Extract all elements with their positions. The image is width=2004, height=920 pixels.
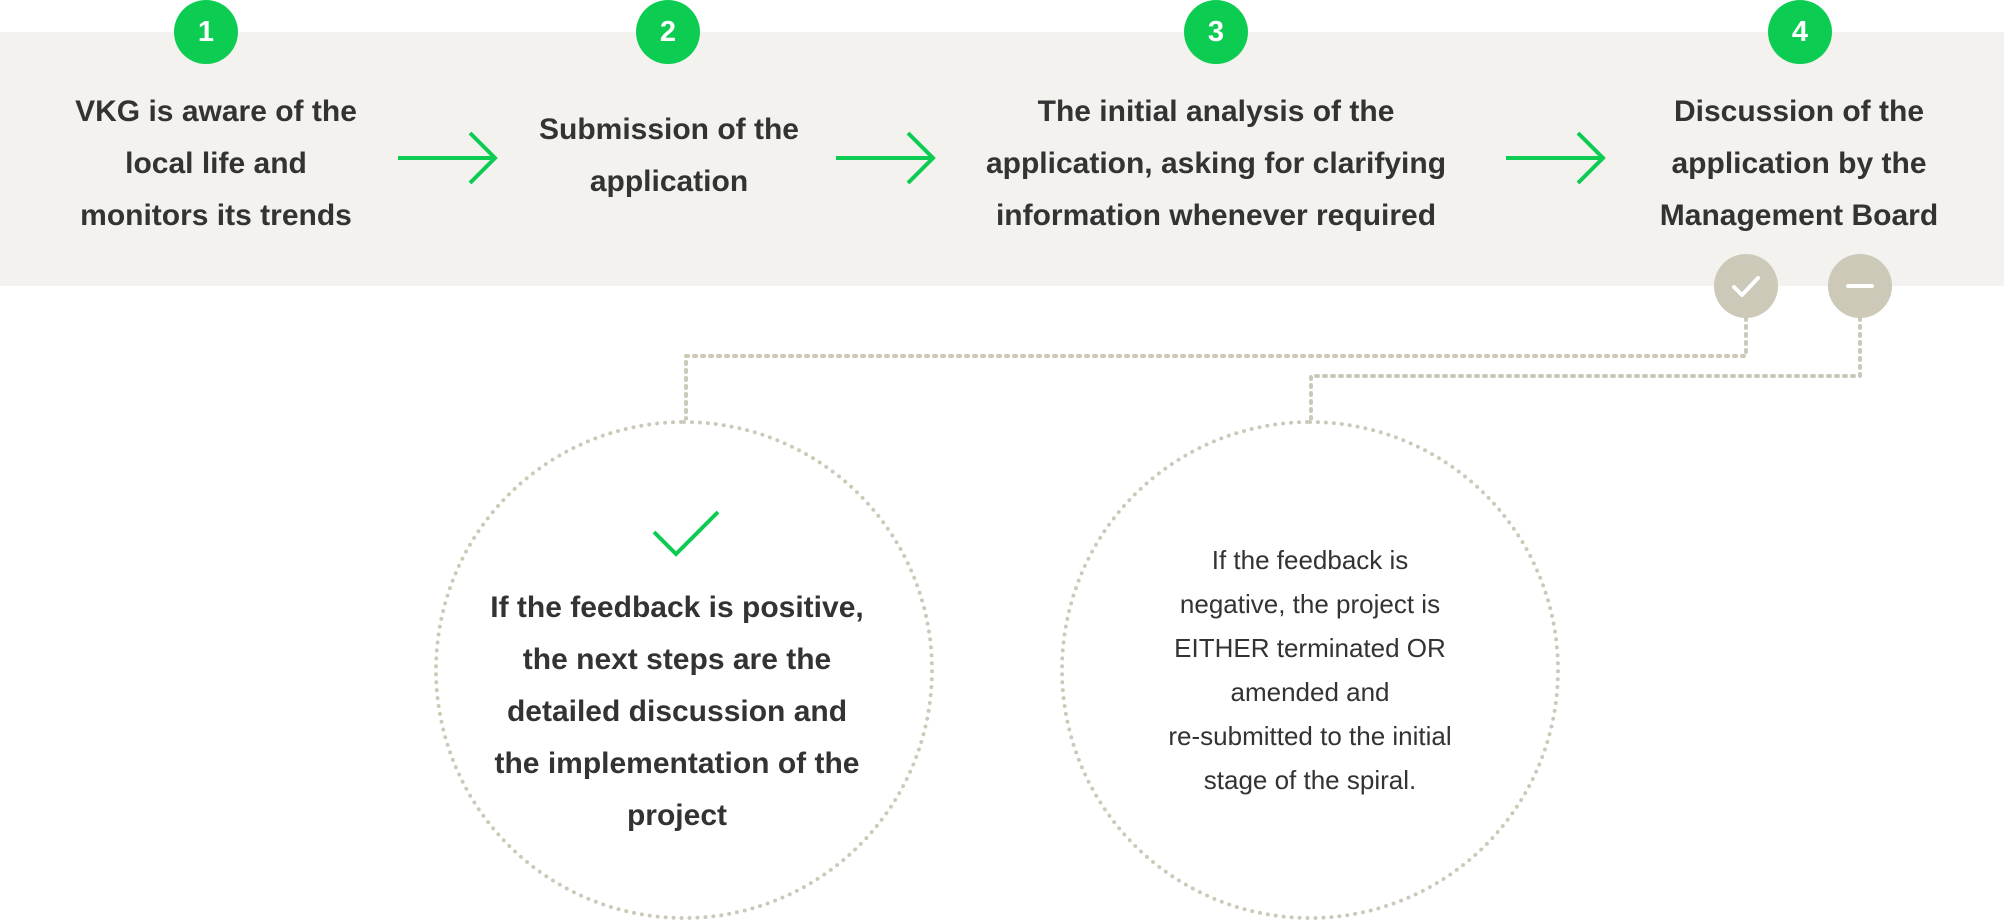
step-1-badge: 1 xyxy=(174,0,238,64)
minus-icon xyxy=(1846,284,1874,288)
positive-outcome-circle xyxy=(434,420,934,920)
negative-outcome-text: If the feedback is negative, the project… xyxy=(1168,545,1452,795)
check-icon xyxy=(652,510,720,557)
reject-decision xyxy=(1828,254,1892,318)
process-band xyxy=(0,32,2004,286)
check-icon xyxy=(1732,276,1760,297)
step-2-badge: 2 xyxy=(636,0,700,64)
step-3-text: The initial analysis of the application,… xyxy=(985,95,1447,232)
step-1-number: 1 xyxy=(197,15,215,48)
arrow-right-icon xyxy=(398,131,498,185)
step-1-text: VKG is aware of the local life and monit… xyxy=(75,95,357,232)
approve-decision xyxy=(1714,254,1778,318)
negative-outcome-circle xyxy=(1060,420,1560,920)
step-3-number: 3 xyxy=(1207,15,1225,48)
step-2-text: Submission of the application xyxy=(538,113,799,198)
step-3-badge: 3 xyxy=(1184,0,1248,64)
arrow-right-icon xyxy=(836,131,936,185)
arrow-right-icon xyxy=(1506,131,1606,185)
positive-outcome-text: If the feedback is positive, the next st… xyxy=(490,591,864,832)
step-4-number: 4 xyxy=(1791,15,1809,48)
step-4-text: Discussion of the application by the Man… xyxy=(1659,95,1939,232)
step-2-number: 2 xyxy=(659,15,677,48)
step-4-badge: 4 xyxy=(1768,0,1832,64)
